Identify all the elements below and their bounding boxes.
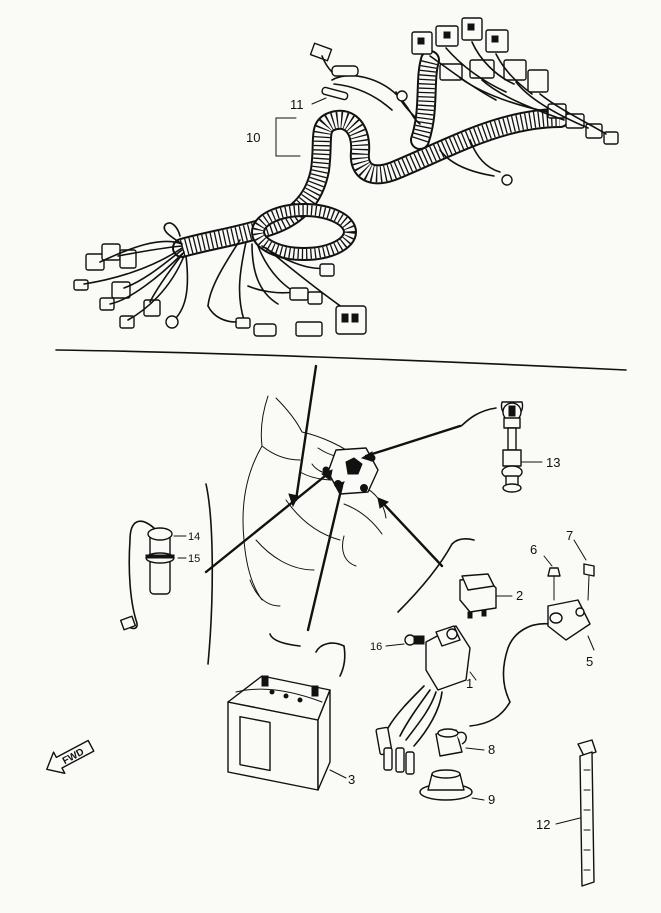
callout-7: 7 bbox=[566, 528, 573, 543]
cable-tie bbox=[555, 739, 597, 887]
plug-seal bbox=[419, 769, 485, 801]
callout-15: 15 bbox=[188, 553, 200, 565]
wire-harness bbox=[73, 17, 619, 337]
leader-harness bbox=[294, 364, 318, 502]
callout-6: 6 bbox=[530, 542, 537, 557]
callout-8: 8 bbox=[488, 742, 495, 757]
ignition-coil bbox=[469, 539, 595, 727]
cdi-unit bbox=[375, 625, 477, 775]
leader-grip bbox=[204, 470, 332, 574]
callout-5: 5 bbox=[586, 654, 593, 669]
battery bbox=[227, 675, 347, 791]
throttle-grip bbox=[119, 483, 214, 665]
fwd-arrow-icon: FWD bbox=[46, 739, 95, 774]
callout-11: 11 bbox=[290, 97, 304, 112]
motorcycle-frame-outline bbox=[242, 395, 387, 607]
leader-battery bbox=[306, 484, 344, 632]
fwd-label: FWD bbox=[61, 747, 86, 767]
harness-inset-line bbox=[55, 349, 627, 371]
callout-bracket-10-11 bbox=[275, 117, 301, 157]
relay bbox=[459, 573, 513, 619]
callout-1: 1 bbox=[466, 676, 473, 691]
spark-plug-cap bbox=[435, 728, 485, 757]
callout-2: 2 bbox=[516, 588, 523, 603]
callout-9: 9 bbox=[488, 792, 495, 807]
callout-10: 10 bbox=[246, 130, 260, 145]
callout-13: 13 bbox=[546, 455, 560, 470]
callout-3: 3 bbox=[348, 772, 355, 787]
main-switch bbox=[459, 401, 543, 493]
leader-switch bbox=[364, 424, 462, 458]
callout-12: 12 bbox=[536, 817, 550, 832]
callout-16: 16 bbox=[370, 641, 382, 653]
callout-14: 14 bbox=[188, 531, 200, 543]
leader-cdi bbox=[378, 498, 444, 568]
